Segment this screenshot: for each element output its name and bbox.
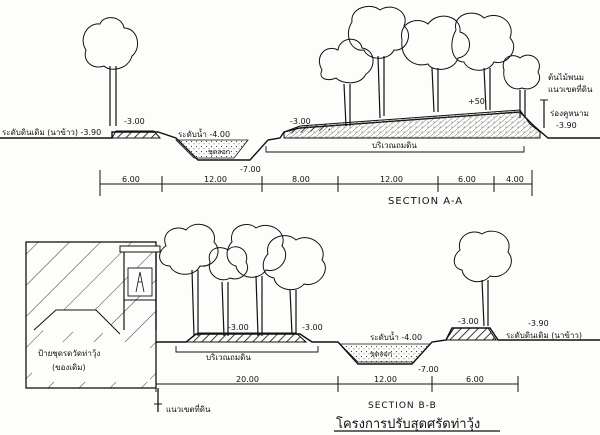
dimension-label: 6.00 <box>122 175 140 184</box>
tree-icon <box>451 12 515 111</box>
dimension-label: 4.00 <box>506 175 524 184</box>
dimension-label: 6.00 <box>466 375 484 384</box>
mound-top-level: +50 <box>468 97 485 106</box>
ditch-label: ร่องคูหนาม <box>550 109 589 119</box>
building-sublabel: (ของเดิม) <box>52 363 86 372</box>
pond-label: ขุดลอก <box>208 148 230 156</box>
tree-icon <box>159 223 219 337</box>
section-a-title: SECTION A-A <box>388 196 463 207</box>
dimension-label: 8.00 <box>292 175 310 184</box>
section-b-title: SECTION B-B <box>368 401 437 411</box>
tree-icon <box>318 38 374 127</box>
tree-icon <box>226 224 287 337</box>
mid-bank-level: -3.00 <box>302 323 323 332</box>
right-start-level: -3.00 <box>290 117 311 126</box>
section-a: ระดับดินเดิม (นาข้าว) -3.90 -3.00 ระดับน… <box>0 6 600 207</box>
property-line-label: แนวเขตที่ดิน <box>166 403 211 414</box>
tree-label: ต้นไม้พนม <box>548 73 584 82</box>
tree-icon <box>82 17 139 126</box>
left-bank-level: -3.00 <box>124 117 145 126</box>
project-title: โครงการปรับสุดศรัดท่าวุ้ง <box>336 416 480 432</box>
dimension-label: 12.00 <box>380 175 403 184</box>
fill-area-label: บริเวณถมดิน <box>372 141 417 150</box>
dimension-label: 6.00 <box>458 175 476 184</box>
tree-icon <box>348 6 409 119</box>
tree-icon <box>208 246 248 337</box>
fill-area-label: บริเวณถมดิน <box>206 353 251 362</box>
water-level-label: ระดับน้ำ -4.00 <box>178 128 230 139</box>
building-label: ป้ายชุดรดวัดท่าวุ้ง <box>38 349 100 358</box>
tree-icon <box>401 15 470 113</box>
dimension-label: 20.00 <box>236 375 259 384</box>
existing-ground-label: ระดับดินเดิม (นาข้าว) <box>506 331 582 340</box>
tree-icon <box>502 54 540 118</box>
tree-icon <box>453 230 512 327</box>
right-ground-level: -3.90 <box>556 121 577 130</box>
right-ground-level: -3.90 <box>528 319 549 328</box>
shrine-icon <box>119 245 161 330</box>
fence-label: แนวเขตที่ดิน <box>548 83 593 94</box>
water-level-label: ระดับน้ำ -4.00 <box>370 331 422 342</box>
pond-bottom-level: -7.00 <box>418 365 439 374</box>
section-b: ป้ายชุดรดวัดท่าวุ้ง (ของเดิม) -3.00 -3.0… <box>25 223 600 414</box>
pond-label: ขุดลอก <box>370 350 392 358</box>
dimension-label: 12.00 <box>374 375 397 384</box>
pond-bottom-level: -7.00 <box>240 165 261 174</box>
right-bank-level: -3.00 <box>458 317 479 326</box>
existing-ground-label: ระดับดินเดิม (นาข้าว) -3.90 <box>2 128 101 137</box>
left-bank-level: -3.00 <box>228 323 249 332</box>
tree-icon <box>262 235 326 335</box>
dimension-label: 12.00 <box>204 175 227 184</box>
